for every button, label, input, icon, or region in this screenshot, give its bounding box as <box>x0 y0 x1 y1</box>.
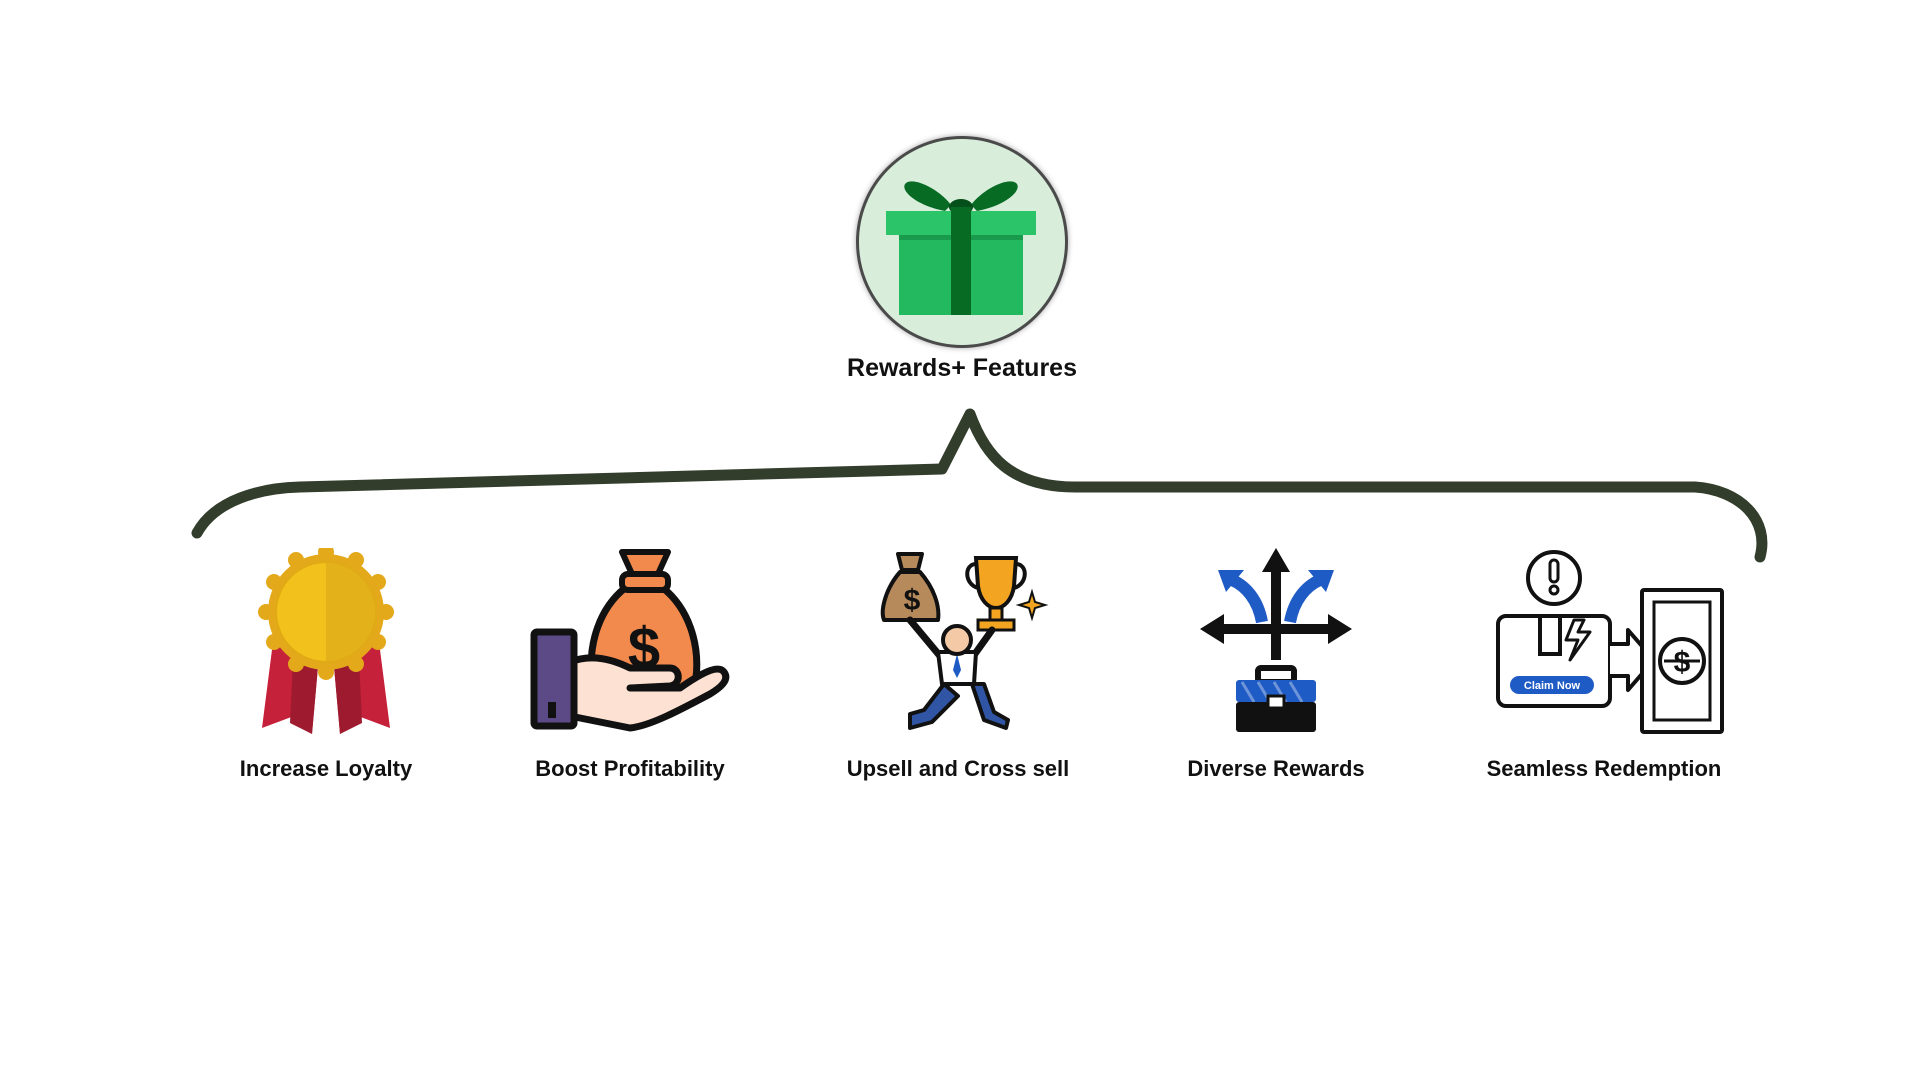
feature-label-upsell: Upsell and Cross sell <box>846 756 1070 781</box>
briefcase-arrows-icon <box>1200 548 1352 732</box>
feature-label-redemption: Seamless Redemption <box>1486 756 1722 781</box>
feature-diverse <box>1198 548 1354 734</box>
hub-circle <box>856 136 1068 348</box>
feature-upsell: $ <box>880 548 1050 734</box>
brace-path <box>191 408 1768 563</box>
feature-redemption: Claim Now $ <box>1494 548 1724 734</box>
award-ribbon-icon <box>258 548 394 734</box>
feature-label-loyalty: Increase Loyalty <box>239 756 413 781</box>
feature-loyalty <box>254 548 398 734</box>
feature-profitability: $ <box>530 548 730 734</box>
hub-title: Rewards+ Features <box>847 354 1077 382</box>
feature-label-profitability: Boost Profitability <box>535 756 725 781</box>
claim-now-text: Claim Now <box>1524 680 1581 692</box>
person-money-trophy-icon: $ <box>880 552 1049 730</box>
money-bag-hand-icon: $ <box>530 549 730 732</box>
svg-text:$: $ <box>904 584 921 617</box>
feature-label-diverse: Diverse Rewards <box>1187 756 1365 781</box>
claim-cash-icon: Claim Now $ <box>1496 550 1724 734</box>
gift-icon <box>886 181 1036 315</box>
